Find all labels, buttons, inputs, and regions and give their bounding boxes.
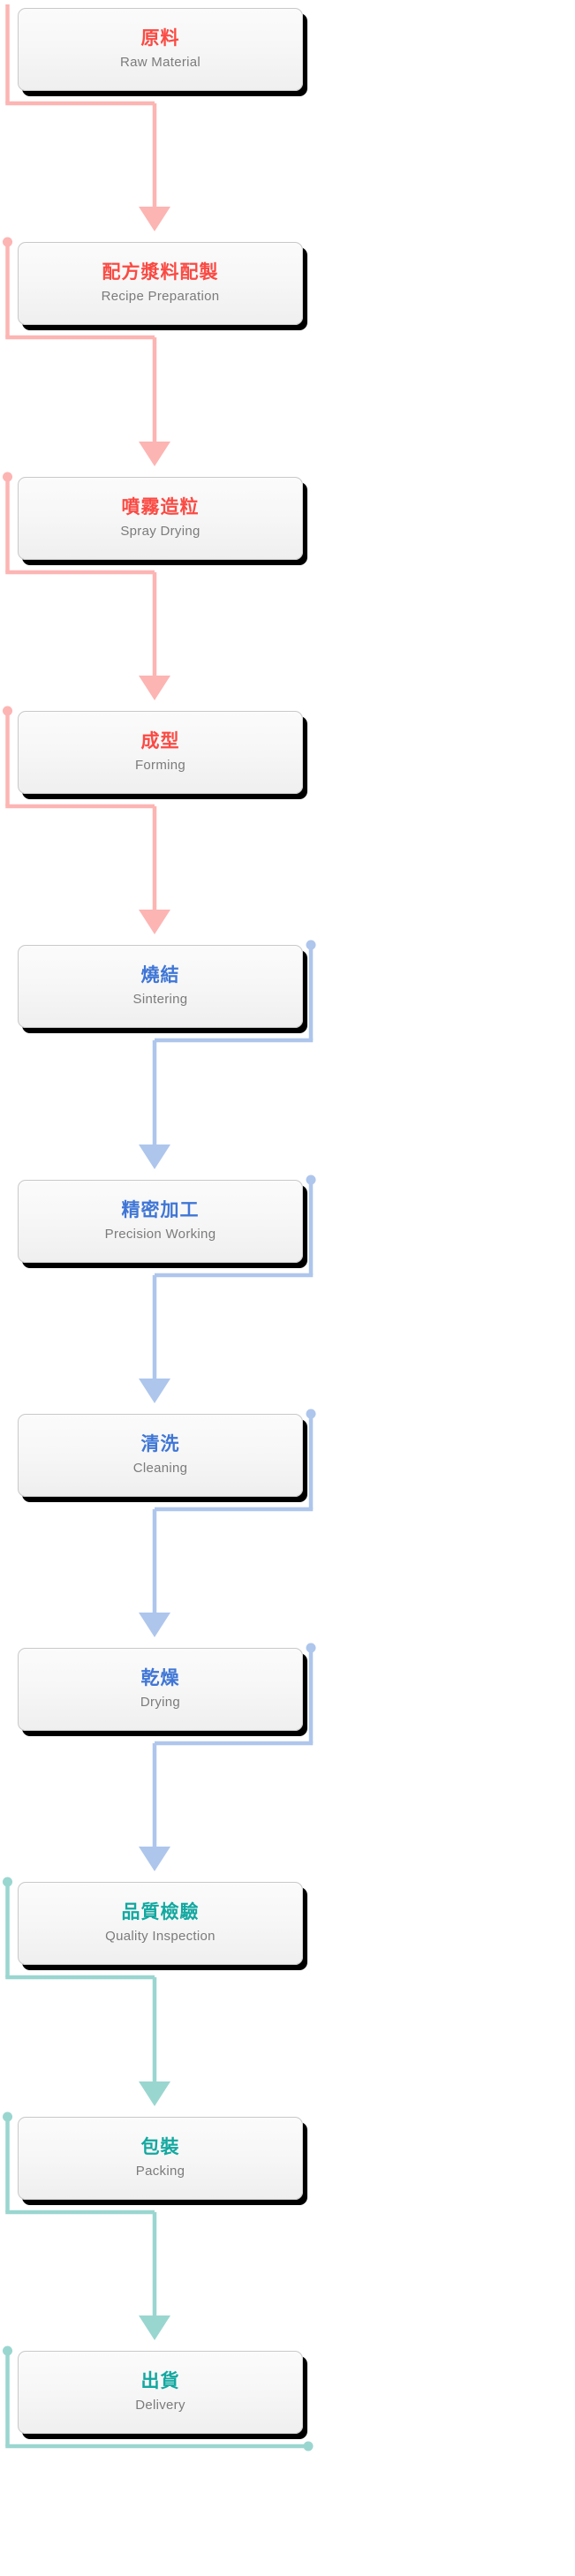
connector-dot-delivery [3, 2346, 12, 2356]
process-step-title: 噴霧造粒 [121, 497, 200, 518]
connector-arrowhead-precision-working [139, 1379, 170, 1403]
connector-arrowhead-sintering [139, 1144, 170, 1169]
connector-arrowhead-quality-inspection [139, 2081, 170, 2106]
process-step-title: 乾燥 [140, 1668, 180, 1689]
connector-dot-packing [3, 2111, 12, 2122]
connector-dot-spray-drying [3, 472, 12, 482]
process-step-subtitle: Raw Material [119, 55, 201, 71]
process-step-title: 品質檢驗 [121, 1902, 200, 1923]
connector-arrowhead-recipe-preparation [139, 442, 170, 466]
process-step-title: 包裝 [140, 2137, 180, 2158]
connector-dot-recipe-preparation [3, 237, 12, 247]
process-step-title: 燒結 [140, 965, 180, 986]
process-step-forming[interactable]: 成型 Forming [18, 711, 303, 794]
process-step-title: 配方漿料配製 [102, 262, 219, 283]
connector-arrowhead-forming [139, 910, 170, 934]
connector-dot-precision-working [306, 1175, 316, 1185]
connector-arrowhead-spray-drying [139, 676, 170, 700]
process-step-subtitle: Cleaning [132, 1461, 188, 1477]
process-step-raw-material[interactable]: 原料 Raw Material [18, 8, 303, 91]
process-step-subtitle: Forming [134, 758, 186, 774]
process-step-subtitle: Drying [140, 1695, 181, 1711]
process-step-cleaning[interactable]: 清洗 Cleaning [18, 1414, 303, 1497]
process-step-delivery[interactable]: 出貨 Delivery [18, 2351, 303, 2434]
connector-arrowhead-packing [139, 2315, 170, 2340]
process-step-recipe-preparation[interactable]: 配方漿料配製 Recipe Preparation [18, 242, 303, 325]
process-step-title: 精密加工 [121, 1200, 200, 1221]
process-step-subtitle: Precision Working [104, 1227, 216, 1243]
process-step-subtitle: Delivery [135, 2398, 185, 2414]
process-step-subtitle: Recipe Preparation [101, 289, 220, 305]
process-step-title: 出貨 [140, 2371, 180, 2392]
process-step-subtitle: Spray Drying [120, 524, 200, 540]
process-step-packing[interactable]: 包裝 Packing [18, 2117, 303, 2200]
process-step-drying[interactable]: 乾燥 Drying [18, 1648, 303, 1731]
process-step-title: 清洗 [140, 1434, 180, 1455]
connector-dot-forming [3, 706, 12, 716]
connector-end-dot-delivery [303, 2441, 314, 2451]
process-step-title: 原料 [140, 28, 180, 49]
connector-arrowhead-drying [139, 1847, 170, 1871]
process-step-spray-drying[interactable]: 噴霧造粒 Spray Drying [18, 477, 303, 560]
process-step-subtitle: Sintering [132, 992, 188, 1008]
process-step-sintering[interactable]: 燒結 Sintering [18, 945, 303, 1028]
process-step-subtitle: Packing [135, 2164, 185, 2179]
connector-dot-sintering [306, 940, 316, 950]
connector-arrowhead-raw-material [139, 207, 170, 231]
connector-dot-quality-inspection [3, 1877, 12, 1887]
connector-dot-cleaning [306, 1409, 316, 1419]
process-step-quality-inspection[interactable]: 品質檢驗 Quality Inspection [18, 1882, 303, 1965]
connector-dot-drying [306, 1643, 316, 1653]
process-step-title: 成型 [140, 731, 180, 752]
process-step-subtitle: Quality Inspection [105, 1929, 216, 1945]
connector-arrowhead-cleaning [139, 1613, 170, 1637]
process-step-precision-working[interactable]: 精密加工 Precision Working [18, 1180, 303, 1263]
